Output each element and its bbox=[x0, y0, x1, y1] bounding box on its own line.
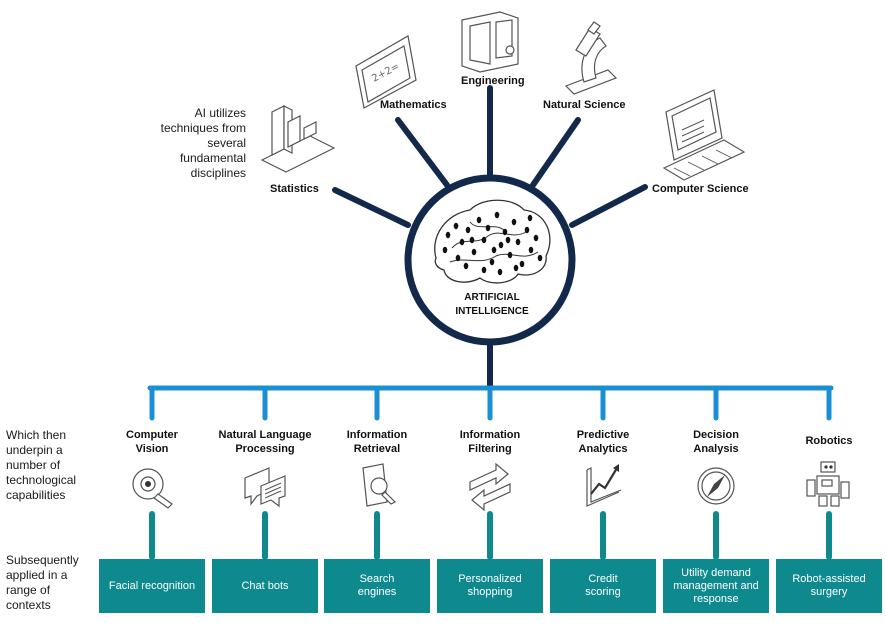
capability-label-line: Analytics bbox=[578, 443, 628, 455]
discipline-label-computer-science: Computer Science bbox=[652, 183, 749, 195]
capability-label-line: Robotics bbox=[805, 435, 853, 447]
eye-magnifier-icon bbox=[132, 468, 173, 509]
context-box-line: Utility demand bbox=[681, 566, 751, 579]
document-search-icon bbox=[362, 463, 397, 507]
ai-title: ARTIFICIAL INTELLIGENCE bbox=[440, 291, 544, 319]
ai-center-circle bbox=[404, 174, 576, 346]
capability-label-line: Filtering bbox=[468, 443, 512, 455]
robot-icon bbox=[806, 461, 850, 507]
capability-label: Robotics bbox=[769, 434, 886, 448]
ai-title-line1: ARTIFICIAL bbox=[464, 292, 520, 303]
capability-label-line: Retrieval bbox=[353, 443, 401, 455]
context-box-line: surgery bbox=[810, 586, 848, 598]
arrows-icon bbox=[469, 462, 511, 512]
compass-icon bbox=[697, 467, 735, 505]
brain-icon bbox=[434, 199, 551, 284]
context-box: Chat bots bbox=[212, 559, 318, 613]
trend-chart-icon bbox=[586, 464, 622, 507]
discipline-label-natural-science: Natural Science bbox=[543, 99, 626, 111]
note-capabilities: Which then underpin a number of technolo… bbox=[6, 428, 77, 502]
laptop-icon bbox=[662, 89, 746, 181]
ai-title-line2: INTELLIGENCE bbox=[455, 306, 529, 317]
context-box-line: shopping bbox=[467, 586, 513, 598]
capability-label-line: Information bbox=[459, 429, 521, 441]
context-box-line: engines bbox=[357, 586, 397, 598]
discipline-label-mathematics: Mathematics bbox=[380, 99, 447, 111]
context-box-line: Search bbox=[359, 573, 395, 585]
microscope-icon bbox=[564, 21, 618, 95]
context-box-line: response bbox=[693, 592, 739, 605]
capability-label-line: Natural Language bbox=[218, 429, 312, 441]
note-disciplines: AI utilizes techniques from several fund… bbox=[160, 106, 246, 180]
bar-chart-icon bbox=[260, 105, 336, 173]
capability-label-line: Decision bbox=[693, 429, 739, 441]
context-box: Facial recognition bbox=[99, 559, 205, 613]
capability-tree bbox=[147, 385, 834, 421]
context-box-line: Facial recognition bbox=[108, 579, 196, 592]
context-box-line: scoring bbox=[585, 586, 621, 598]
chat-bubbles-icon bbox=[244, 467, 286, 508]
door-icon bbox=[461, 11, 519, 73]
context-box-line: Personalized bbox=[458, 573, 522, 585]
capability-label-line: Vision bbox=[135, 443, 169, 455]
capability-label-line: Information bbox=[346, 429, 408, 441]
chalkboard-icon: 2+2= bbox=[355, 35, 417, 109]
capability-label-line: Predictive bbox=[576, 429, 630, 441]
discipline-label-engineering: Engineering bbox=[461, 75, 525, 87]
context-connectors bbox=[149, 511, 832, 560]
context-box-line: management and bbox=[673, 579, 759, 592]
discipline-connectors bbox=[332, 85, 648, 388]
context-box-line: Chat bots bbox=[241, 579, 289, 592]
capability-label-line: Processing bbox=[235, 443, 295, 455]
capability-label-line: Analysis bbox=[693, 443, 739, 455]
context-box-line: Robot-assisted bbox=[792, 573, 866, 585]
capability-label-line: Computer bbox=[126, 429, 178, 441]
context-box-line: Credit bbox=[588, 573, 618, 585]
note-contexts: Subsequently applied in a range of conte… bbox=[6, 553, 79, 612]
discipline-label-statistics: Statistics bbox=[270, 183, 319, 195]
